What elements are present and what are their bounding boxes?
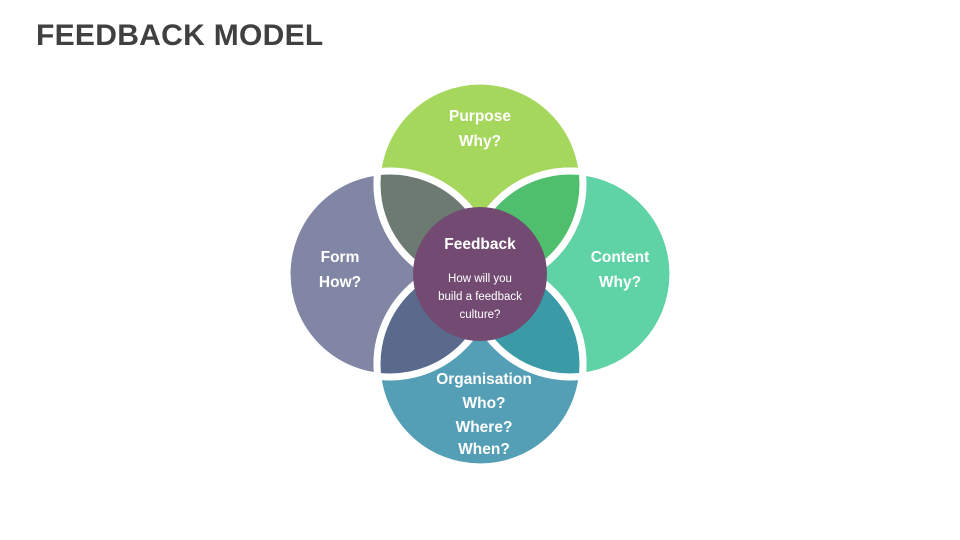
center-body-line-2: culture? <box>460 309 501 321</box>
page-title: FEEDBACK MODEL <box>36 19 324 52</box>
center-title: Feedback <box>444 236 516 253</box>
petal-title-content: Content <box>591 249 650 266</box>
petal-line-organisation-1: Where? <box>456 419 513 436</box>
petal-title-organisation: Organisation <box>436 371 532 388</box>
petal-title-form: Form <box>321 249 360 266</box>
petal-labels: Purpose Why? Content Why? Organisation W… <box>319 108 649 458</box>
petal-line-organisation-0: Who? <box>462 395 505 412</box>
center-labels: Feedback How will you build a feedback c… <box>438 236 522 321</box>
center-body-line-0: How will you <box>448 273 512 285</box>
petal-line-organisation-2: When? <box>458 441 510 458</box>
center-circle-feedback[interactable] <box>413 207 547 341</box>
center-body-line-1: build a feedback <box>438 291 522 303</box>
petal-line-form-0: How? <box>319 274 361 291</box>
petal-line-content-0: Why? <box>599 274 641 291</box>
petal-title-purpose: Purpose <box>449 108 511 125</box>
petal-line-purpose-0: Why? <box>459 133 501 150</box>
